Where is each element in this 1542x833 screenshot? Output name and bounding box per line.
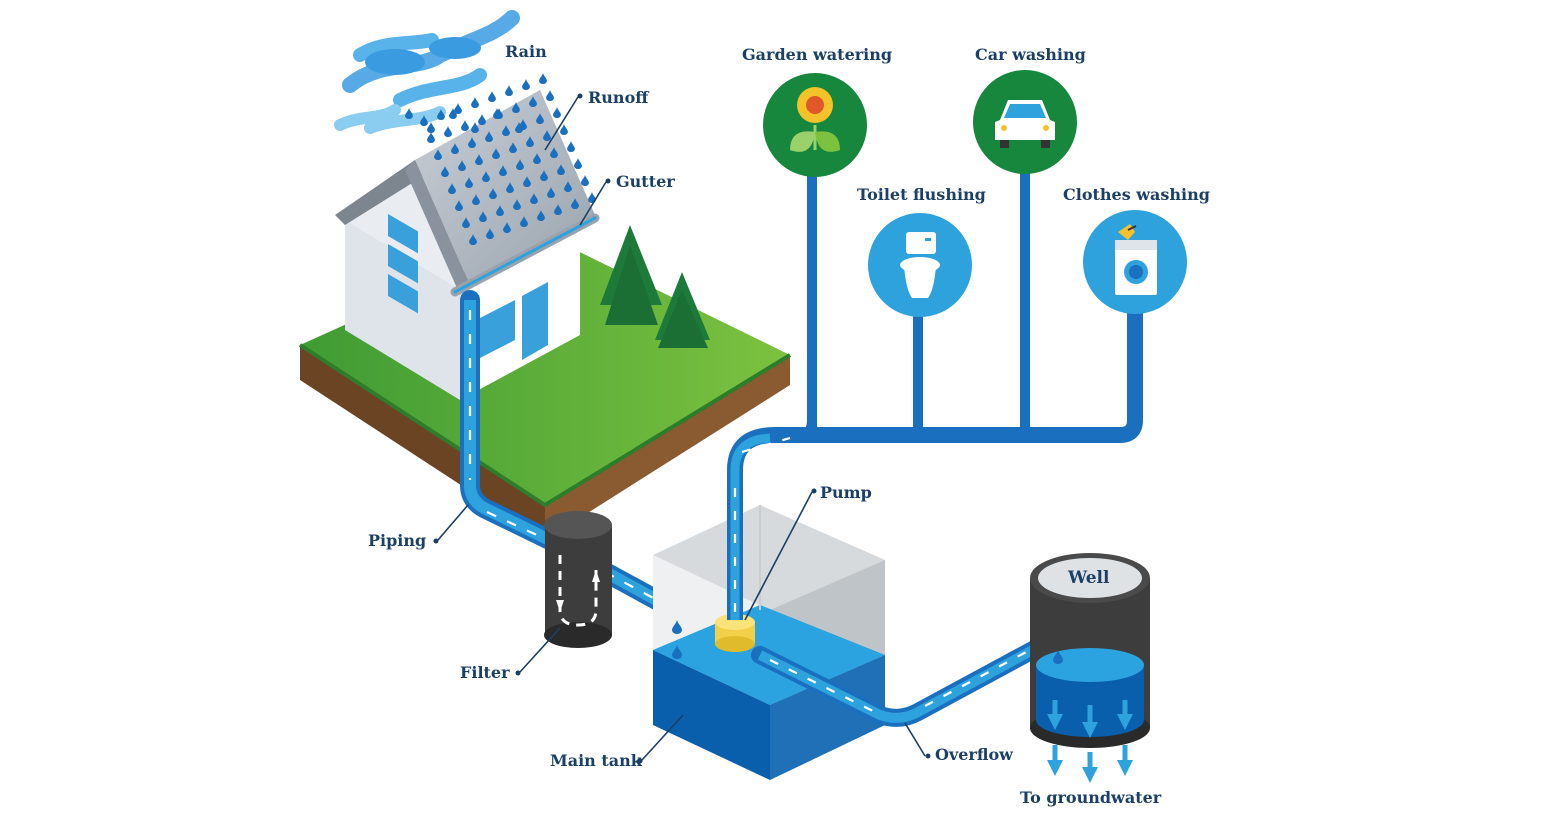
rain-drop [539,73,547,84]
toilet-icon [900,232,940,298]
pump-icon [715,614,755,652]
groundwater-arrows [1046,745,1134,784]
filter-icon [544,511,612,648]
overflow-pipe [751,629,1064,727]
car-washing-circle [973,70,1077,174]
label-overflow: Overflow [935,745,1014,764]
label-runoff: Runoff [588,88,649,107]
rain-cloud-icon [334,10,520,134]
label-toilet-flushing: Toilet flushing [857,185,986,204]
rain-drop [488,91,496,102]
label-to-groundwater: To groundwater [1020,788,1162,807]
rain-drop [546,90,554,101]
rain-drop [471,97,479,108]
garden-watering-circle [763,73,867,177]
tree-icon [600,225,710,348]
rain-drop [560,124,568,135]
rain-drop [471,122,479,133]
label-main-tank: Main tank [550,751,643,770]
clothes-washing-circle [1083,210,1187,314]
rain-drop [444,126,452,137]
rain-drop [567,141,575,152]
sunflower-icon [790,87,840,152]
leader-lines [433,93,931,764]
rain-drop [581,175,589,186]
label-rain: Rain [505,42,547,61]
label-filter: Filter [460,663,510,682]
rain-drop [493,108,501,119]
label-car-washing: Car washing [975,45,1086,64]
label-pump: Pump [820,483,872,502]
label-piping: Piping [368,531,426,550]
label-well: Well [1067,568,1110,588]
main-tank-icon [653,505,885,780]
rain-drop [522,79,530,90]
rain-drop [478,114,486,125]
rain-drop [461,120,469,131]
label-garden-watering: Garden watering [742,45,892,64]
toilet-flushing-circle [868,213,972,317]
rain-drop [505,85,513,96]
car-icon [995,100,1055,148]
rain-drop [553,107,561,118]
supply-pipe [727,170,1143,620]
label-clothes-washing: Clothes washing [1063,185,1210,204]
rain-drop [405,108,413,119]
rain-drop [427,132,435,143]
label-gutter: Gutter [616,172,675,191]
rain-drop [427,122,435,133]
well-icon [1030,553,1150,748]
rain-drop [574,158,582,169]
washing-machine-icon [1115,224,1157,295]
